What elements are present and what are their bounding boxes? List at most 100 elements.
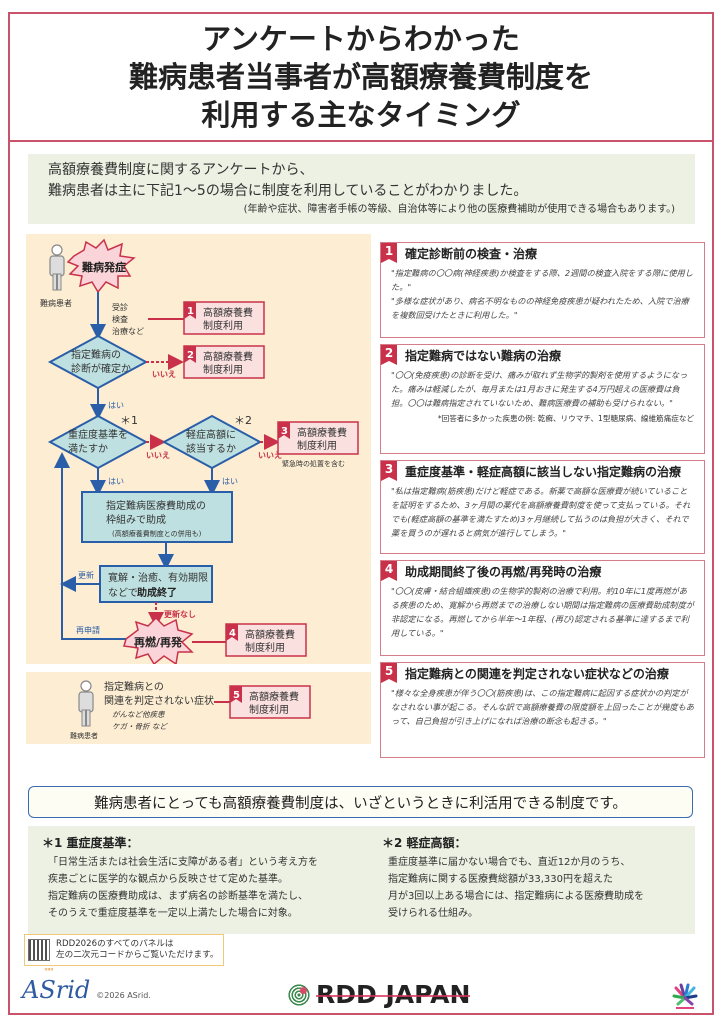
usage-box-3: 3 高額療養費 制度利用	[277, 421, 359, 455]
usage-box-1: 1 高額療養費 制度利用	[183, 301, 265, 335]
footnote-mark-1: ＊1	[120, 414, 138, 427]
svg-text:5: 5	[233, 690, 240, 701]
asrid-logo: '''''' ASrid	[22, 968, 91, 1004]
yes-label-1: はい	[108, 401, 124, 410]
qr-code-icon[interactable]	[28, 939, 50, 961]
svg-text:制度利用: 制度利用	[203, 319, 243, 332]
flowchart-area-unrelated: 難病患者 指定難病との 関連を判定されない症状 がんなど他疾患 ケガ・骨折 など…	[26, 672, 371, 744]
definitions-box: ＊1 重症度基準： 「日常生活または社会生活に支障がある者」という考え方を 疾患…	[28, 826, 695, 934]
card-title: 指定難病との関連を判定されない症状などの治療	[405, 666, 669, 681]
decision-diagnosis	[47, 334, 149, 390]
rdd-japan-logo: RDD JAPAN	[288, 980, 471, 1009]
svg-text:指定難病医療費助成の: 指定難病医療費助成の	[106, 499, 206, 512]
svg-text:(高額療養費制度との併用も): (高額療養費制度との併用も)	[112, 529, 202, 538]
relapse-label: 再燃/再発	[134, 635, 183, 649]
relapse-burst	[123, 616, 194, 664]
no-label-3: いいえ	[258, 451, 282, 460]
svg-text:助成終了: 助成終了	[137, 586, 177, 599]
copyright: ©2026 ASrid.	[96, 991, 151, 1000]
title-line-2: 難病患者当事者が高額療養費制度を	[128, 60, 593, 94]
svg-text:高額療養費: 高額療養費	[203, 306, 253, 319]
unrelated-title-2: 関連を判定されない症状	[104, 694, 214, 707]
definition-line: 重症度基準に届かない場合でも、直近12か月のうち、	[388, 857, 631, 868]
intro-line-2: 難病患者は主に下記1〜5の場合に制度を利用していることがわかりました。	[48, 183, 528, 199]
qr-text-1: RDD2026のすべてのパネルは	[56, 939, 174, 949]
intro-note: (年齢や症状、障害者手帳の等級、自治体等により他の医療費補助が使用できる場合もあ…	[243, 204, 675, 215]
svg-text:該当するか: 該当するか	[186, 442, 236, 455]
title-area: アンケートからわかった 難病患者当事者が高額療養費制度を 利用する主なタイミング	[10, 14, 712, 142]
emergency-note: 緊急時の処置を含む	[282, 459, 345, 468]
rdd-emblem-icon	[288, 983, 310, 1006]
summary-banner: 難病患者にとっても高額療養費制度は、いざというときに利活用できる制度です。	[28, 786, 693, 818]
definition-term: ＊1 重症度基準：	[42, 836, 139, 850]
svg-text:1: 1	[187, 306, 194, 317]
card-quote: "指定難病の〇〇病(神経疾患)か検査をする際、2週間の検査入院をする際に使用した…	[391, 268, 693, 292]
unrelated-example-2: ケガ・骨折 など	[112, 722, 168, 731]
flowchart-unrelated: 難病患者 指定難病との 関連を判定されない症状 がんなど他疾患 ケガ・骨折 など…	[70, 680, 311, 740]
no-renew-label: 更新なし	[164, 609, 196, 619]
card-title: 助成期間終了後の再燃/再発時の治療	[405, 564, 602, 579]
yes-label-3: はい	[222, 477, 238, 486]
svg-text:制度利用: 制度利用	[203, 363, 243, 376]
svg-text:指定難病の: 指定難病の	[71, 348, 121, 361]
visit-line-3: 治療など	[112, 326, 144, 336]
svg-text:重症度基準を: 重症度基準を	[68, 428, 128, 441]
patient-label-2: 難病患者	[70, 731, 98, 740]
definition-line: 月が3回以上ある場合には、指定難病による医療費助成を	[388, 891, 645, 902]
poster: アンケートからわかった 難病患者当事者が高額療養費制度を 利用する主なタイミング…	[8, 12, 714, 1015]
number-badge: 2	[381, 345, 397, 365]
patient-icon-2	[78, 680, 94, 727]
definition-line: 指定難病の医療費助成は、まず病名の診断基準を満たし、	[48, 891, 308, 902]
number-badge: 5	[381, 663, 397, 683]
visit-line-2: 検査	[112, 314, 128, 324]
usage-box-2: 2 高額療養費 制度利用	[183, 345, 265, 379]
asrid-branding: '''''' ASrid ©2026 ASrid.	[22, 968, 151, 1004]
number-badge: 1	[381, 243, 397, 263]
number-badge: 3	[381, 461, 397, 481]
yes-label-2: はい	[108, 477, 124, 486]
no-label-1: いいえ	[152, 370, 176, 379]
card-quote: "私は指定難病(筋疾患)だけど軽症である。新薬で高額な医療費が続いていることを証…	[391, 486, 691, 538]
definition-line: そのうえで重症度基準を一定以上満たした場合に対象。	[48, 908, 298, 919]
card-title: 確定診断前の検査・治療	[405, 246, 538, 261]
svg-text:高額療養費: 高額療養費	[297, 426, 347, 439]
intro-box: 高額療養費制度に関するアンケートから、 難病患者は主に下記1〜5の場合に制度を利…	[28, 154, 695, 224]
svg-text:などで: などで	[108, 587, 138, 599]
title-line-3: 利用する主なタイミング	[201, 98, 521, 132]
card-quote: "〇〇(免疫疾患)の診断を受け、痛みが取れず生物学的製剤を使用するようになった。…	[391, 370, 688, 408]
usage-box-5: 5 高額療養費 制度利用	[229, 685, 311, 719]
definition-line: 「日常生活または社会生活に支障がある者」という考え方を	[48, 857, 318, 868]
no-label-2: いいえ	[146, 451, 170, 460]
onset-label: 難病発症	[82, 260, 126, 274]
svg-text:診断が確定か: 診断が確定か	[71, 362, 131, 375]
definition-severity: ＊1 重症度基準： 「日常生活または社会生活に支障がある者」という考え方を 疾患…	[42, 834, 362, 922]
footnote-mark-2: ＊2	[234, 414, 252, 427]
renew-label: 更新	[78, 570, 94, 580]
sun-rays-icon: ''''''	[44, 968, 54, 978]
card-quote: "〇〇(皮膚・結合組織疾患)の生物学的製剤の治療で利用。約10年に1度再燃がある…	[391, 586, 694, 638]
svg-text:4: 4	[229, 628, 236, 639]
case-card-1: 1 確定診断前の検査・治療 "指定難病の〇〇病(神経疾患)か検査をする際、2週間の…	[380, 242, 705, 338]
subsidy-box: 指定難病医療費助成の 枠組みで助成 (高額療養費制度との併用も)	[81, 491, 233, 543]
number-badge: 4	[381, 561, 397, 581]
svg-text:2: 2	[187, 350, 194, 361]
case-cards: 1 確定診断前の検査・治療 "指定難病の〇〇病(神経疾患)か検査をする際、2週間の…	[380, 242, 705, 764]
qr-info-box: RDD2026のすべてのパネルは 左の二次元コードからご覧いただけます。	[24, 934, 224, 966]
card-title: 指定難病ではない難病の治療	[405, 348, 562, 363]
qr-text-2: 左の二次元コードからご覧いただけます。	[56, 950, 219, 960]
definition-line: 指定難病に関する医療費総額が33,330円を超えた	[388, 874, 613, 885]
patient-icon	[49, 244, 65, 291]
flowchart: 難病患者 難病発症 受診 検査 治療など 1 高額療養費 制度利用 指定難病の …	[40, 238, 359, 664]
svg-text:高額療養費: 高額療養費	[203, 350, 253, 363]
rdd-logo-text: RDD JAPAN	[316, 980, 471, 1009]
card-quote: "多様な症状があり、病名不明なものの神経免疫疾患が疑われたため、入院で治療を複数…	[391, 296, 689, 320]
case-card-4: 4 助成期間終了後の再燃/再発時の治療 "〇〇(皮膚・結合組織疾患)の生物学的製剤…	[380, 560, 705, 656]
svg-text:制度利用: 制度利用	[245, 641, 285, 654]
card-note: *回答者に多かった疾患の例: 乾癬、リウマチ、1型糖尿病、線維筋痛症など	[437, 414, 694, 423]
definition-term: ＊2 軽症高額：	[382, 836, 467, 850]
svg-text:寛解・治癒、有効期限: 寛解・治癒、有効期限	[108, 571, 208, 584]
svg-text:3: 3	[281, 426, 288, 437]
rare-disease-day-hands-icon	[672, 983, 698, 1009]
